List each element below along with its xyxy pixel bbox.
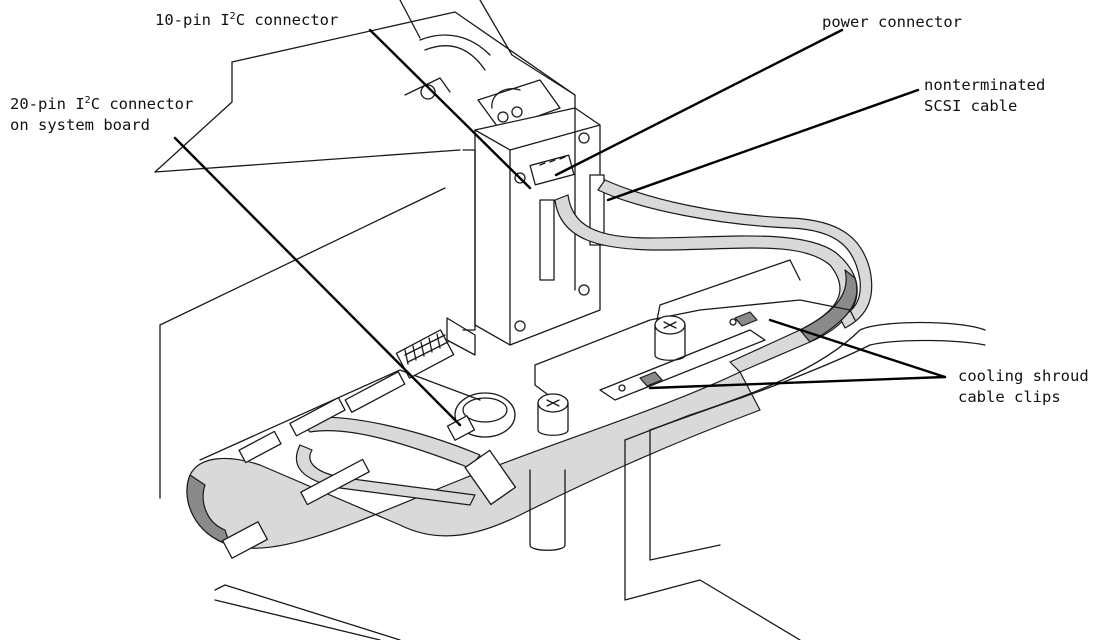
twenty-pin-i2c-connector-label: 20-pin I2C connector on system board <box>10 95 194 134</box>
ten-pin-i2c-connector-label: 10-pin I2C connector <box>155 11 339 29</box>
power-connector-label: power connector <box>822 13 962 31</box>
nonterminated-scsi-cable-label: nonterminated SCSI cable <box>924 76 1046 115</box>
leader-10pin <box>368 28 532 190</box>
leader-lines <box>173 28 947 427</box>
leader-nonterminated <box>606 88 920 202</box>
leader-power <box>554 28 844 177</box>
system-board <box>199 329 566 640</box>
leader-clip-lower <box>648 375 947 390</box>
leader-20pin <box>173 136 462 427</box>
cooling-shroud-cable-clips-label: cooling shroud cable clips <box>958 367 1089 406</box>
leader-clip-upper <box>768 318 947 379</box>
cooling-shroud <box>534 259 986 640</box>
